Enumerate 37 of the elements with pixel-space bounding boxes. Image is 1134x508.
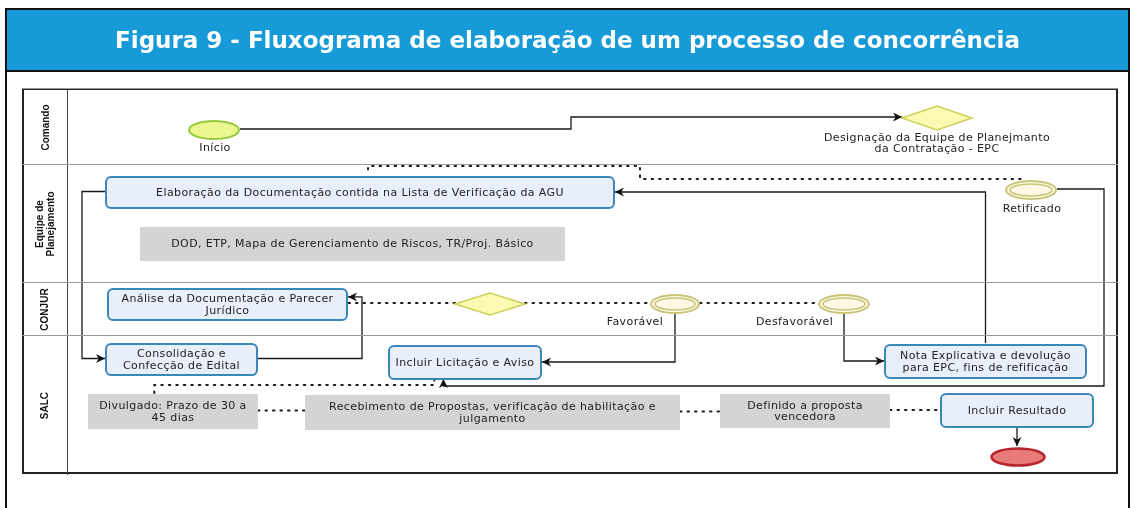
- arrow: [843, 312, 885, 366]
- event-label: Desfavorável: [754, 317, 835, 328]
- event-label: Retificado: [1001, 204, 1063, 215]
- task-box: Análise da Documentação e Parecer Jurídico: [107, 288, 348, 321]
- swimlane: [22, 164, 1118, 282]
- swimlane: [22, 88, 1118, 164]
- dotted-connector: [347, 302, 456, 304]
- task-box: Nota Explicativa e devolução para EPC, fins de refificação: [884, 344, 1087, 379]
- lane-label: SALC: [39, 390, 50, 422]
- dotted-connector: [153, 378, 436, 394]
- dotted-connector: [367, 165, 1022, 180]
- arrow: [81, 190, 106, 363]
- arrow: [438, 188, 1105, 388]
- lane-label: Equipe de Planejamento: [33, 190, 56, 259]
- annotation-box: Recebimento de Propostas, verificação de habilitação e julgamento: [305, 395, 680, 430]
- arrow: [239, 112, 903, 130]
- arrow: [614, 187, 987, 344]
- lane-label: CONJUR: [39, 287, 50, 332]
- annotation-box: Divulgado: Prazo de 30 a 45 dias: [88, 394, 258, 429]
- event-label: Favorável: [605, 317, 665, 328]
- task-box: Consolidação e Confecção de Edital: [105, 343, 258, 376]
- swimlane: [22, 335, 1118, 474]
- arrow: [257, 292, 363, 360]
- figure-title: Figura 9 - Fluxograma de elaboração de um processo de concorrência: [5, 8, 1130, 72]
- swimlane: [22, 282, 1118, 335]
- arrow: [541, 312, 676, 367]
- dotted-connector: [679, 410, 721, 413]
- task-box: Elaboração da Documentação contida na Lista de Verificação da AGU: [105, 176, 615, 209]
- lane-label: Comando: [39, 102, 50, 153]
- task-box: Incluir Licitação e Aviso: [388, 345, 542, 380]
- annotation-box: DOD, ETP, Mapa de Gerenciamento de Riscos, TR/Proj. Básico: [140, 227, 565, 261]
- annotation-box: Definido a proposta vencedora: [720, 394, 890, 428]
- arrow: [1012, 426, 1022, 447]
- task-box: Incluir Resultado: [940, 393, 1094, 428]
- event-label: Início: [198, 143, 232, 154]
- dotted-connector: [257, 409, 306, 412]
- gateway-label: Designação da Equipe de Planejmanto da Contratação - EPC: [822, 133, 1052, 154]
